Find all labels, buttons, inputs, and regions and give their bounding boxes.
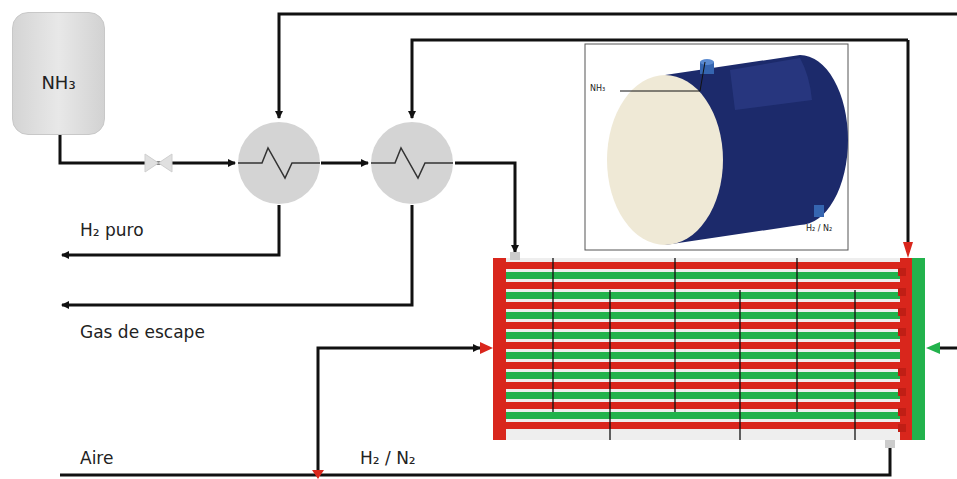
heat-exchanger	[238, 122, 453, 204]
stream-label: Aire	[80, 448, 113, 468]
reactor-inset	[585, 44, 848, 250]
stream-label: H₂ / N₂	[360, 448, 416, 468]
membrane-reactor	[312, 242, 940, 479]
stream-label: Gas de escape	[80, 322, 205, 342]
ammonia-tank: NH₃	[12, 12, 105, 135]
inset-port-label: H₂ / N₂	[806, 224, 832, 233]
node-text: NH₃	[41, 72, 75, 93]
stream-label: H₂ puro	[80, 220, 144, 240]
inset-port-label: NH₃	[590, 84, 605, 93]
